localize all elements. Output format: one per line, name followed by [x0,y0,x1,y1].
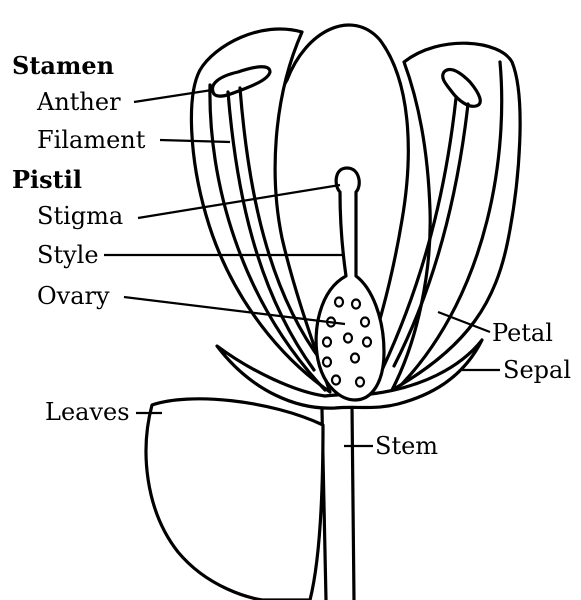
leaves-label: Leaves [45,398,130,426]
stamen-heading: Stamen [12,51,114,80]
pistil-heading: Pistil [12,165,82,194]
filament-label: Filament [37,126,146,154]
anther-label: Anther [36,88,121,116]
style-label: Style [37,241,99,269]
stem-outline [322,406,354,600]
leaf-shape [146,399,323,600]
petal-label: Petal [492,319,553,347]
sepal-label: Sepal [503,356,571,384]
stem-label: Stem [375,432,438,460]
stigma-label: Stigma [37,202,123,230]
ovary-label: Ovary [37,282,110,310]
